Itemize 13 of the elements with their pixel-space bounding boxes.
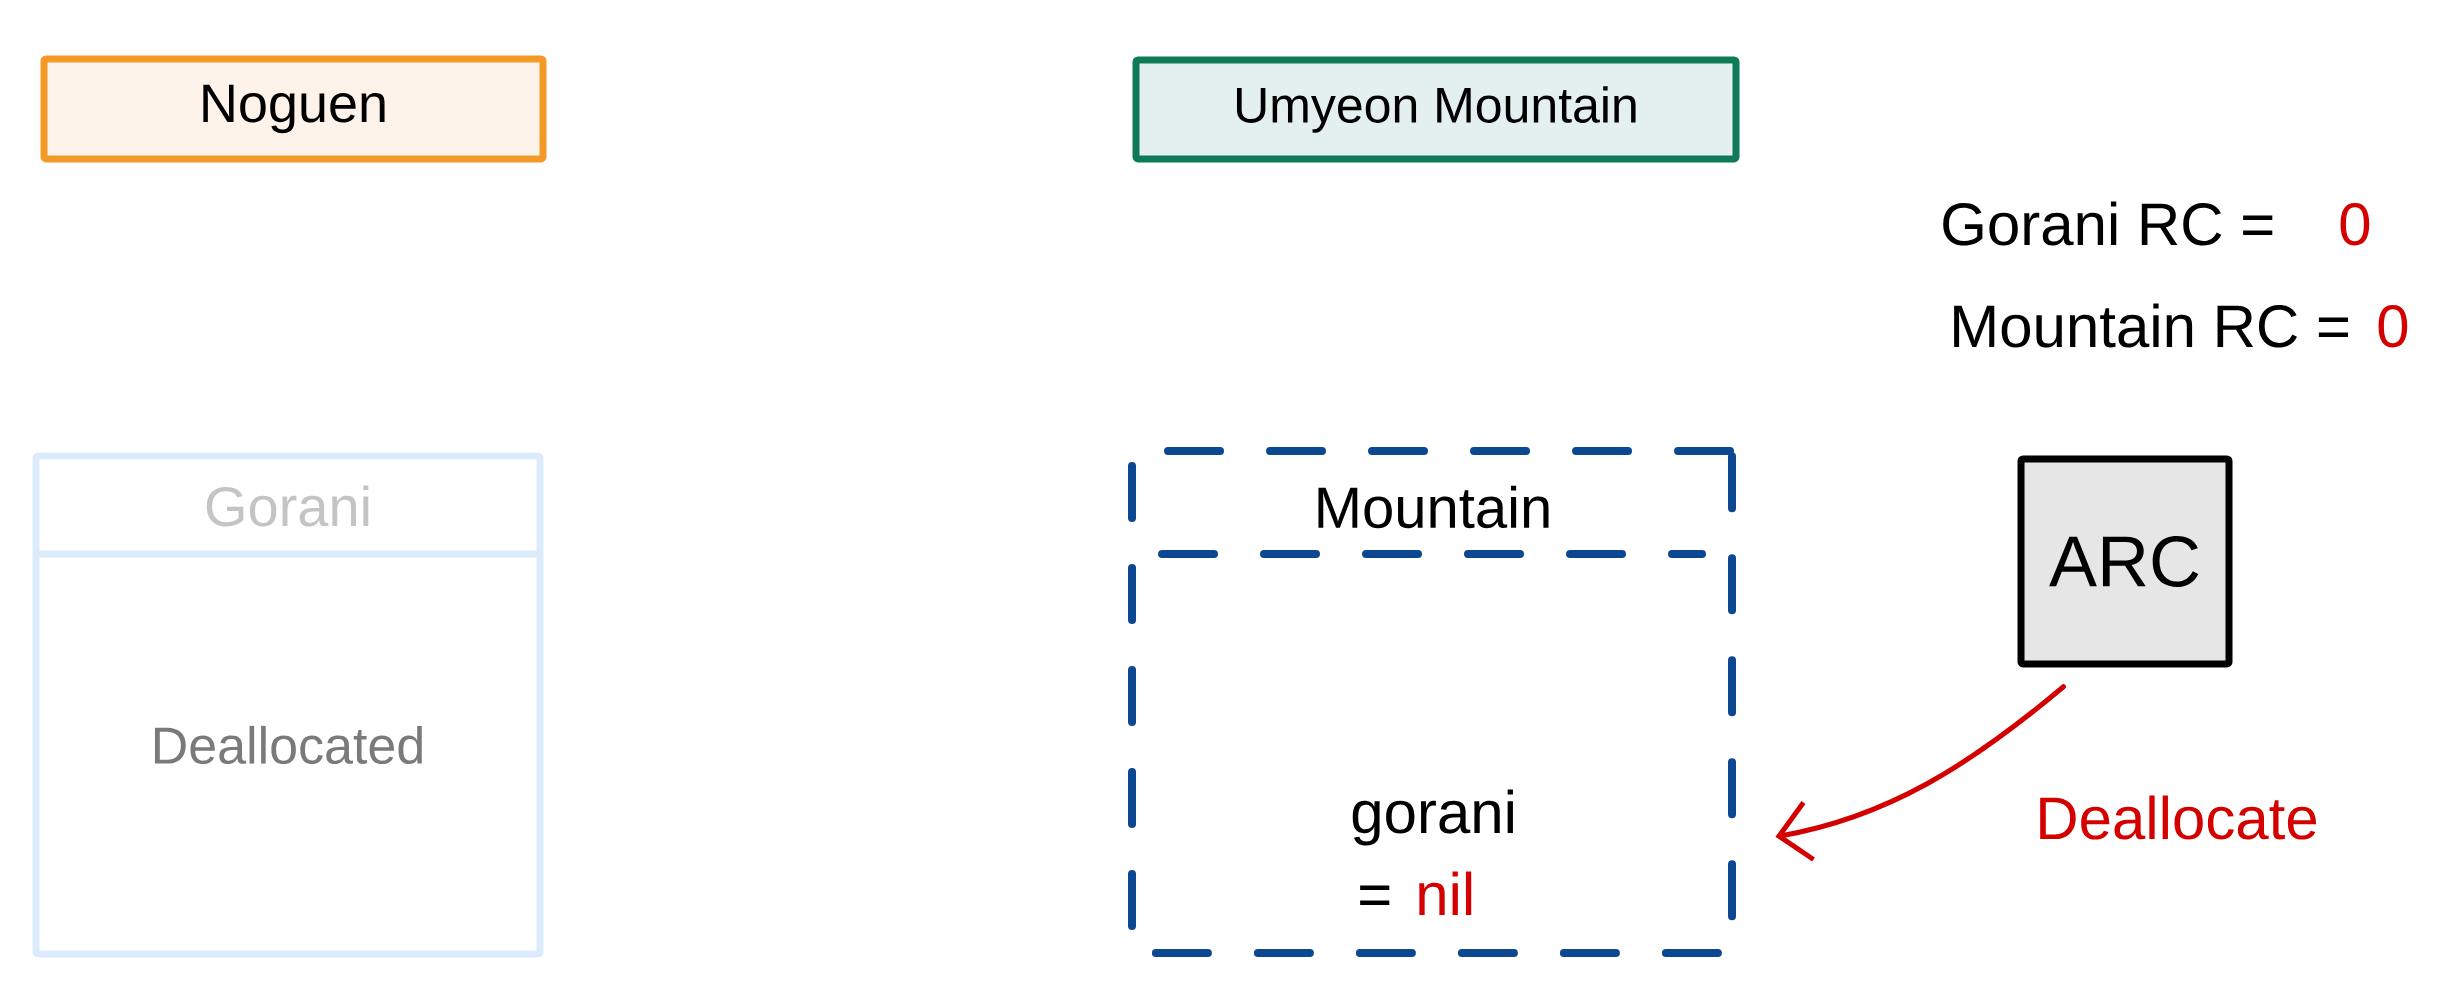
assignment-text: gorani = nil [1352, 789, 1513, 915]
count-text: Mountain RC = 0 [1954, 303, 2408, 348]
name-box: Noguen [40, 55, 547, 163]
box-heading: Gorani [206, 485, 369, 527]
edge-label: Deallocate [2040, 795, 2317, 840]
object-box [1128, 447, 1736, 957]
box-text: Deallocated [154, 725, 422, 765]
name-box: Umyeon Mountain [1132, 56, 1740, 163]
object-box [32, 452, 544, 958]
box-heading: Mountain [1318, 485, 1549, 529]
count-text: Gorani RC = 0 [1943, 201, 2370, 246]
arc-box: ARC [2017, 455, 2233, 668]
curved-arrow [1775, 684, 2066, 862]
